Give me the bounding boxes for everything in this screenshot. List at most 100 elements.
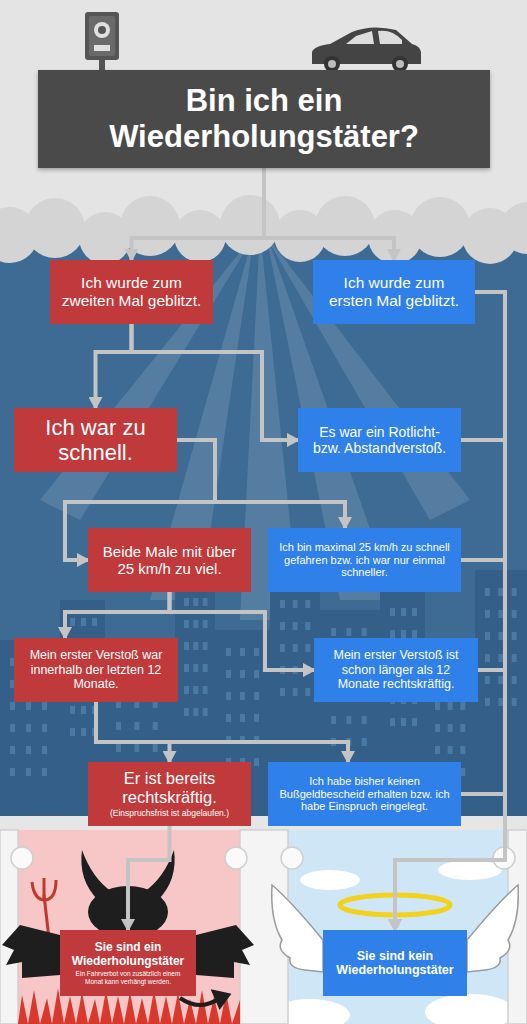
city-windows xyxy=(184,664,189,672)
flow-arrow xyxy=(395,292,505,930)
city-windows xyxy=(193,642,198,650)
city-windows xyxy=(193,598,198,606)
city-windows xyxy=(203,598,208,606)
decision-box: Ich wurde zum zweiten Mal geblitzt. xyxy=(50,260,213,324)
city-windows xyxy=(401,718,406,726)
city-windows xyxy=(26,724,31,732)
city-windows xyxy=(10,702,15,710)
city-windows xyxy=(81,618,86,626)
city-windows xyxy=(498,698,503,706)
city-windows xyxy=(203,708,208,716)
box-text: Ich habe bisher keinen Bußgeldbescheid e… xyxy=(276,775,453,813)
city-windows xyxy=(460,768,465,776)
speed-camera xyxy=(85,12,119,60)
box-text: Sie sind kein Wiederholungstäter xyxy=(331,949,459,978)
city-windows xyxy=(485,676,490,684)
city-windows xyxy=(448,724,453,732)
city-windows xyxy=(485,654,490,662)
city-windows xyxy=(134,744,139,752)
blue-ground xyxy=(0,225,527,830)
city-windows xyxy=(498,632,503,640)
city-windows xyxy=(305,600,310,608)
city-windows xyxy=(305,644,310,652)
light-rays xyxy=(40,230,258,520)
city-windows xyxy=(81,728,86,736)
city-windows xyxy=(240,648,245,656)
city-windows xyxy=(193,686,198,694)
city-windows xyxy=(193,664,198,672)
devil-tail xyxy=(180,998,220,1005)
city-windows xyxy=(293,688,298,696)
city-windows xyxy=(203,686,208,694)
city-windows xyxy=(362,628,367,636)
angel-wings xyxy=(272,885,323,972)
box-text: Mein erster Verstoß war innerhalb der le… xyxy=(22,648,170,691)
flow-arrow xyxy=(65,592,170,638)
city-windows xyxy=(280,622,285,630)
box-subtext: (Einspruchsfrist ist abgelaufen.) xyxy=(110,809,229,819)
speed-camera xyxy=(94,45,110,51)
city-windows xyxy=(26,746,31,754)
city-silhouette xyxy=(475,570,527,830)
city-windows xyxy=(331,628,336,636)
city-windows xyxy=(240,714,245,722)
city-windows xyxy=(498,610,503,618)
city-windows xyxy=(42,724,47,732)
city-windows xyxy=(512,654,517,662)
box-text: Bin ich ein Wiederholungstäter? xyxy=(50,83,478,154)
heaven-panel xyxy=(438,860,502,880)
car xyxy=(346,31,374,44)
clouds xyxy=(220,195,280,255)
city-windows xyxy=(401,608,406,616)
angel-wings xyxy=(467,885,518,972)
city-windows xyxy=(390,608,395,616)
city-windows xyxy=(512,698,517,706)
city-windows xyxy=(346,716,351,724)
city-windows xyxy=(293,644,298,652)
heaven-panel xyxy=(300,870,360,890)
box-text: Sie sind ein Wiederholungstäter xyxy=(68,941,188,969)
speed-camera xyxy=(85,12,119,72)
city-windows xyxy=(435,724,440,732)
city-windows xyxy=(184,686,189,694)
trident xyxy=(43,878,46,900)
city-windows xyxy=(26,702,31,710)
city-windows xyxy=(254,692,259,700)
box-text: Mein erster Verstoß ist schon länger als… xyxy=(322,648,470,691)
city-windows xyxy=(512,610,517,618)
blue-ground xyxy=(0,225,527,830)
city-windows xyxy=(512,588,517,596)
city-windows xyxy=(512,676,517,684)
decision-box: Mein erster Verstoß war innerhalb der le… xyxy=(14,638,178,702)
city-windows xyxy=(293,622,298,630)
city-windows xyxy=(134,722,139,730)
city-windows xyxy=(362,716,367,724)
columns xyxy=(225,847,247,869)
city-windows xyxy=(293,600,298,608)
city-windows xyxy=(362,738,367,746)
result-box: Sie sind kein Wiederholungstäter xyxy=(323,930,467,996)
decision-box: Beide Male mit über 25 km/h zu viel. xyxy=(88,528,251,592)
city-windows xyxy=(240,692,245,700)
devil-wings xyxy=(2,925,60,978)
decision-box: Ich habe bisher keinen Bußgeldbescheid e… xyxy=(268,762,461,826)
flow-arrow xyxy=(170,592,315,670)
clouds xyxy=(315,196,375,256)
flow-arrow xyxy=(395,560,505,930)
city-windows xyxy=(42,768,47,776)
temple-floor xyxy=(0,816,527,1024)
city-windows xyxy=(512,632,517,640)
city-windows xyxy=(412,608,417,616)
city-windows xyxy=(412,630,417,638)
city-windows xyxy=(435,702,440,710)
city-windows xyxy=(346,628,351,636)
decision-box: Mein erster Verstoß ist schon länger als… xyxy=(314,638,478,702)
decision-box: Ich war zu schnell. xyxy=(14,408,177,472)
city-windows xyxy=(70,618,75,626)
city-windows xyxy=(26,768,31,776)
city-windows xyxy=(42,702,47,710)
city-windows xyxy=(485,698,490,706)
city-windows xyxy=(331,716,336,724)
city-windows xyxy=(70,706,75,714)
box-text: Ich bin maximal 25 km/h zu schnell gefah… xyxy=(276,541,453,579)
